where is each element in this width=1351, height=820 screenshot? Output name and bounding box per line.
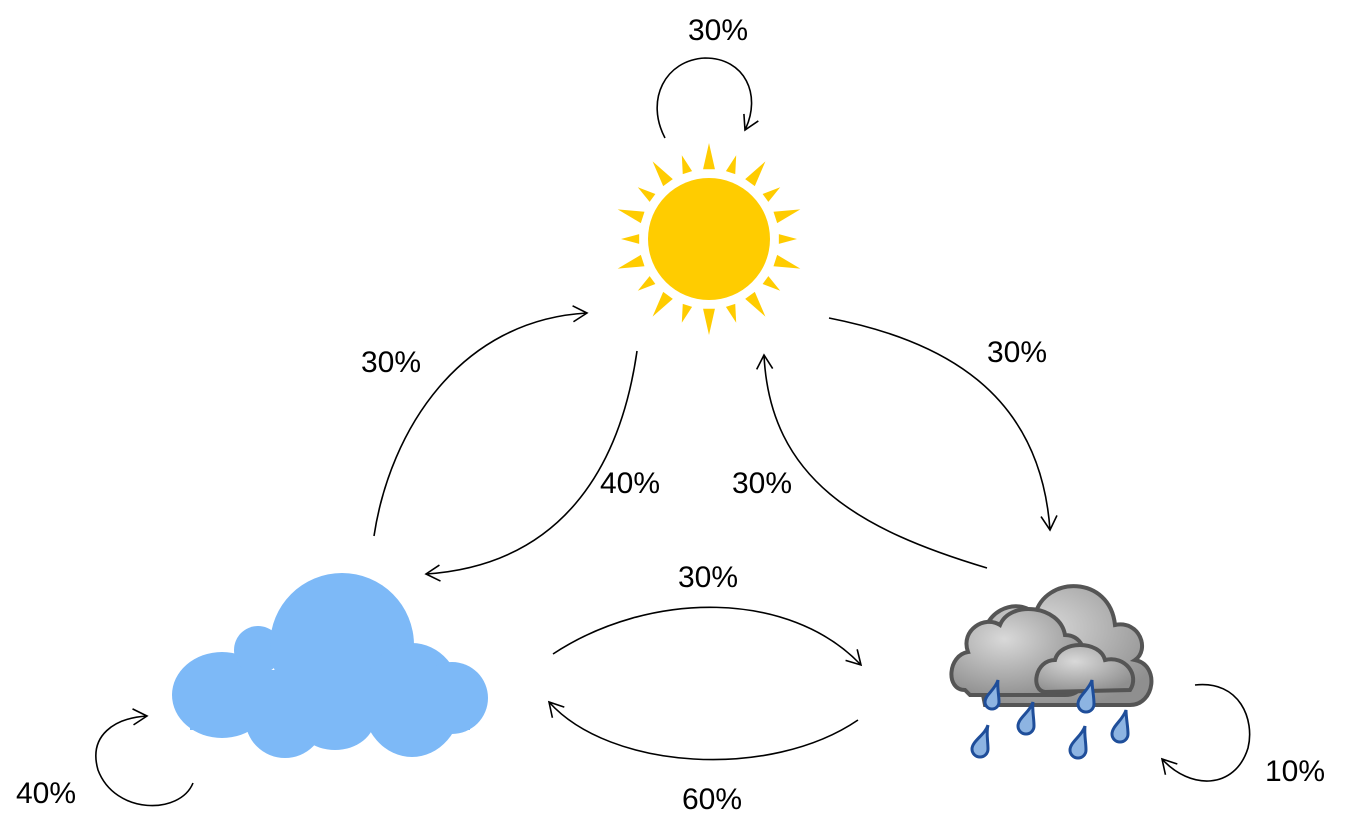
rain-cloud-icon	[949, 584, 1154, 760]
edge-cloudy-to-rainy	[552, 606, 863, 667]
edge-cloudy-to-cloudy	[95, 708, 194, 807]
cloud-icon	[172, 573, 488, 758]
sun-ray	[703, 308, 715, 335]
sun-rays	[617, 143, 801, 335]
sun-ray	[637, 187, 656, 202]
sun-ray	[652, 161, 673, 187]
label-sunny-to-cloudy: 40%	[600, 467, 661, 500]
raindrops	[970, 679, 1130, 760]
label-cloudy-to-sunny: 30%	[361, 346, 422, 379]
label-cloudy-to-cloudy: 40%	[16, 777, 77, 810]
edge-sunny-to-sunny	[656, 57, 759, 139]
label-rainy-to-rainy: 10%	[1265, 755, 1326, 788]
edge-rainy-to-sunny	[755, 353, 988, 569]
edge-sunny-to-rainy	[828, 317, 1058, 532]
sun-ray	[773, 254, 801, 269]
sun-ray	[773, 209, 801, 224]
edge-sunny-to-cloudy	[424, 350, 638, 582]
sun-ray	[637, 276, 656, 291]
sun-ray	[652, 291, 673, 317]
edge-rainy-to-rainy	[1160, 683, 1251, 782]
sun-ray	[617, 254, 645, 269]
sun-disc	[648, 178, 770, 300]
sun-ray	[681, 155, 693, 175]
sun-ray	[617, 209, 645, 224]
sun-ray	[745, 291, 766, 317]
sun-ray	[703, 143, 715, 170]
sun-ray	[778, 234, 797, 244]
sun-ray	[621, 234, 640, 244]
sun-ray	[725, 303, 737, 323]
label-cloudy-to-rainy: 30%	[678, 561, 739, 594]
sun-icon	[617, 143, 801, 335]
label-sunny-to-sunny: 30%	[688, 14, 749, 47]
edge-cloudy-to-sunny	[373, 305, 589, 537]
sun-ray	[762, 276, 781, 291]
sun-ray	[762, 187, 781, 202]
edge-rainy-to-cloudy	[547, 700, 859, 761]
label-rainy-to-cloudy: 60%	[682, 783, 743, 816]
label-sunny-to-rainy: 30%	[987, 336, 1048, 369]
sun-ray	[725, 155, 737, 175]
label-rainy-to-sunny: 30%	[732, 467, 793, 500]
sun-ray	[681, 303, 693, 323]
sun-ray	[745, 161, 766, 187]
